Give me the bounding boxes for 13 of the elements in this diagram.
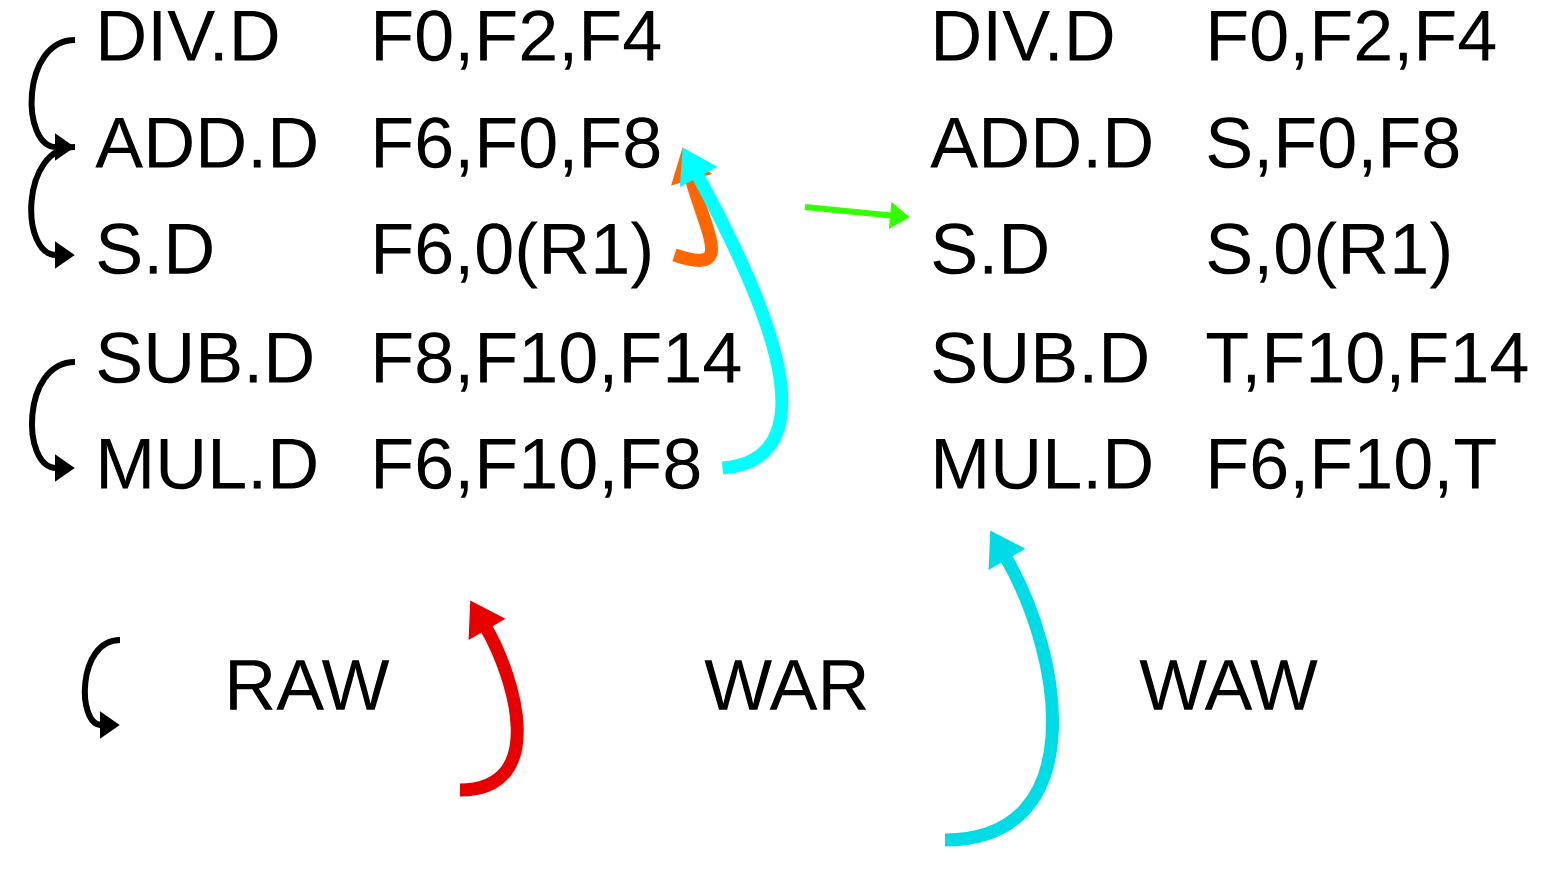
instruction: S.D S,0(R1) bbox=[933, 221, 1449, 289]
instruction: SUB.D T,F10,F14 bbox=[933, 332, 1528, 392]
instruction: SUB.D F8,F10,F14 bbox=[98, 332, 741, 392]
instruction: MUL.D F6,F10,T bbox=[936, 438, 1496, 498]
legend-label: WAR bbox=[704, 660, 867, 710]
instruction: ADD.D S,F0,F8 bbox=[930, 117, 1459, 177]
instruction: MUL.D F6,F10,F8 bbox=[101, 438, 700, 498]
legend-label: WAW bbox=[1139, 660, 1318, 710]
legend-label: RAW bbox=[230, 660, 390, 710]
instruction: DIV.D F0,F2,F4 bbox=[101, 10, 661, 70]
instruction: DIV.D F0,F2,F4 bbox=[936, 10, 1496, 70]
instruction: ADD.D F6,F0,F8 bbox=[95, 117, 660, 177]
instruction: S.D F6,0(R1) bbox=[98, 221, 650, 289]
